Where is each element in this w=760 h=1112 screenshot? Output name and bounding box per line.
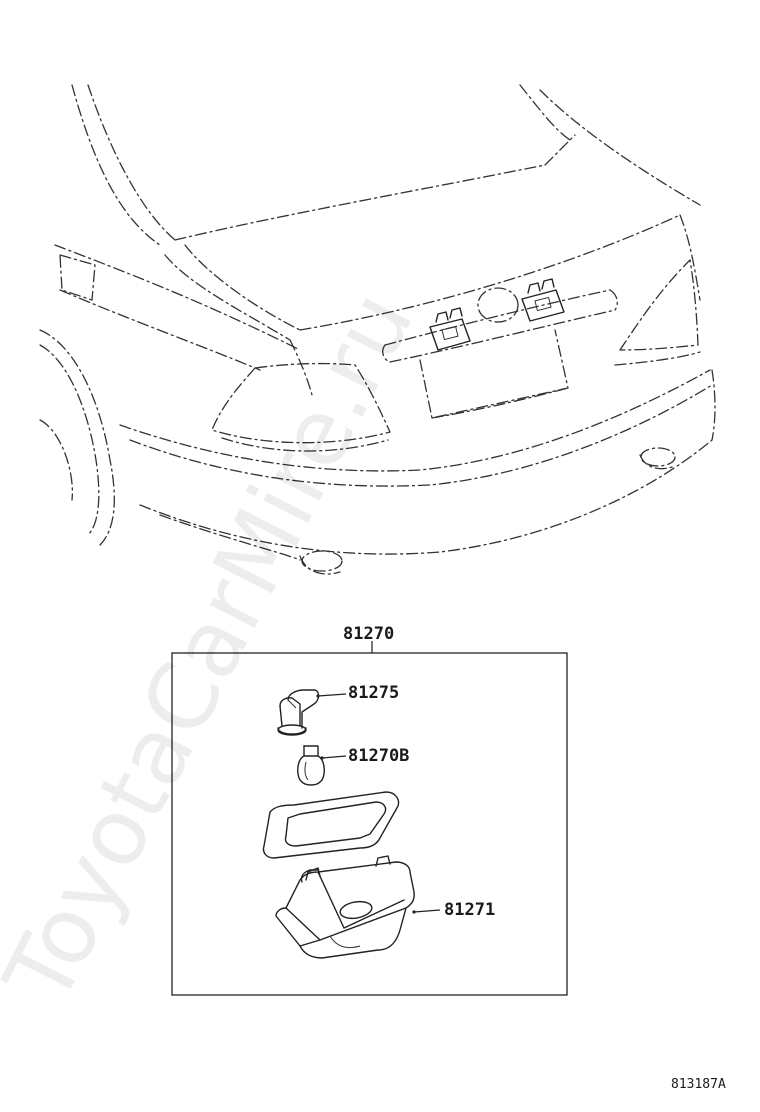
- assembly-frame: [171, 641, 568, 996]
- diagram-reference-code: 813187A: [671, 1077, 726, 1092]
- bulb-illustration: [297, 745, 325, 786]
- gasket-illustration: [262, 791, 400, 859]
- assembly-part-number: 81270: [343, 624, 394, 644]
- watermark: ToyotaCarMire.ru: [0, 275, 434, 1021]
- license-lamp-left: [429, 307, 471, 351]
- bulb-part-number: 81270B: [348, 746, 409, 766]
- socket-illustration: [277, 689, 320, 736]
- car-rear-illustration: [39, 84, 716, 575]
- lens-illustration: [275, 855, 415, 959]
- socket-part-number: 81275: [348, 683, 399, 703]
- lens-part-number: 81271: [444, 900, 495, 920]
- license-lamp-right: [521, 278, 565, 322]
